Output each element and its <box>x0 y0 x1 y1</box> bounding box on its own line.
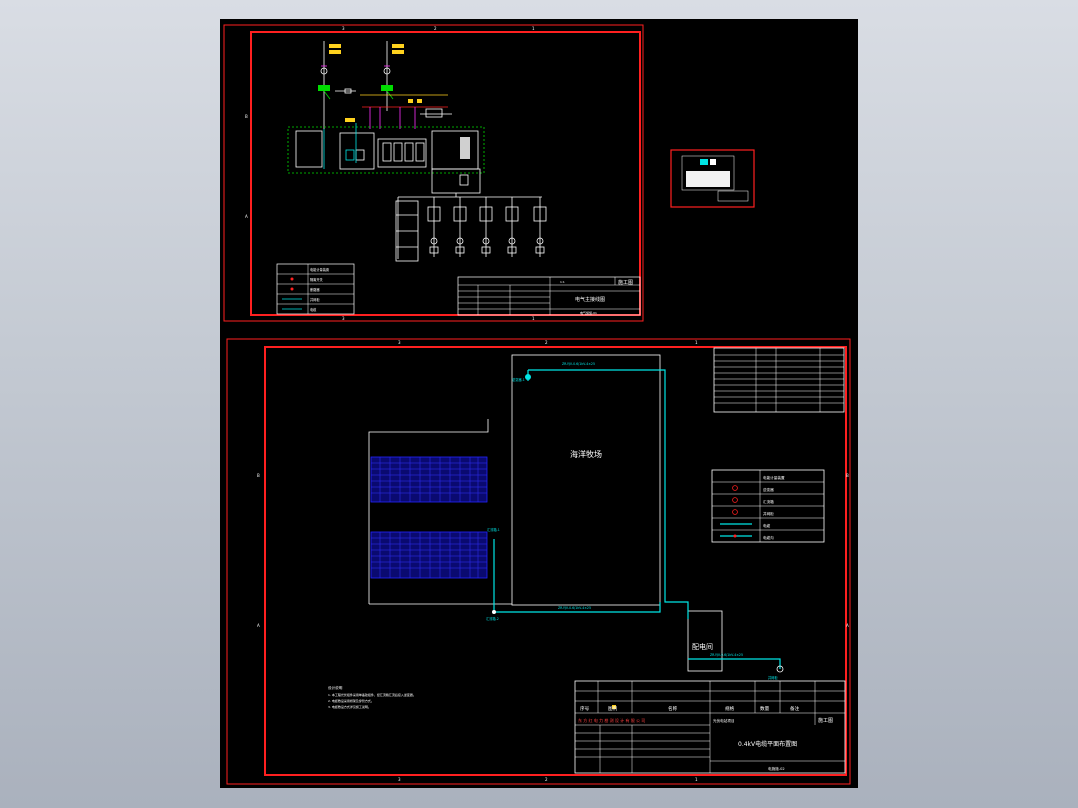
combiner-node-2 <box>492 610 496 614</box>
site-boundary <box>368 419 489 604</box>
plant-label: 海洋牧场 <box>570 449 602 459</box>
s2-legend-1: 逆变器 <box>763 487 774 492</box>
s2-drawing-title: 0.4kV电缆平面布置图 <box>738 740 797 748</box>
s2-stage: 施工图 <box>818 717 833 724</box>
notes-title: 设计说明 <box>328 685 343 690</box>
grid2-top-2: 2 <box>545 340 548 345</box>
grid-left-b: B <box>245 114 248 119</box>
s2-sheet-no: 电施施-02 <box>768 766 785 771</box>
th-legend: 图例 <box>608 705 618 712</box>
grid-bottom-1: 3 <box>342 316 345 321</box>
sheet-2-title-block: 序号 图例 名称 规格 数量 备注 东 方 红 电 力 勘 测 设 计 有 限 … <box>574 680 846 774</box>
th-no: 序号 <box>580 705 590 712</box>
s1-legend-2: 断路器 <box>310 287 320 292</box>
grid2-bottom-3: 1 <box>695 777 698 782</box>
cable-label-2: ZR-YJV-0.6/1kV-4×25 <box>558 606 591 610</box>
single-line-diagram <box>287 41 547 262</box>
node-label-3: 逆变器-1 <box>512 377 525 382</box>
node-label-1: 汇流箱-1 <box>487 527 500 532</box>
combiner-branches <box>427 197 547 257</box>
th-name: 名称 <box>668 705 678 712</box>
grid-cabinet-node <box>776 665 784 673</box>
sheet-1: 3 2 1 B A 3 1 <box>223 24 644 322</box>
grid2-left-b: B <box>257 473 260 478</box>
s2-legend-2: 汇流箱 <box>763 499 774 504</box>
s1-sheet-no: 电气施施-01 <box>580 310 597 315</box>
sheet-2-inner-frame <box>264 346 847 776</box>
inverter-legend-icon <box>732 485 738 491</box>
project-name: 光伏电站项目 <box>713 718 735 723</box>
thumbnail-sheet[interactable] <box>670 149 755 208</box>
note-1: 1. 本工程光伏组件采用单晶硅组件，经汇流箱汇流后接入逆变器。 <box>328 692 416 697</box>
room-label: 配电间 <box>692 642 713 651</box>
sheet-2-outer-frame <box>226 338 851 785</box>
note-2: 2. 电缆敷设采用桥架及穿管方式。 <box>328 698 374 703</box>
grid2-top-3: 1 <box>695 340 698 345</box>
cable-label-1: ZR-YJV-0.6/1kV-4×25 <box>562 362 595 366</box>
grid2-bottom-2: 2 <box>545 777 548 782</box>
grid2-bottom-1: 3 <box>398 777 401 782</box>
s2-legend-3: 并网柜 <box>763 511 774 516</box>
equipment-table <box>713 347 845 413</box>
grid-top-2: 2 <box>434 26 437 31</box>
s1-legend-4: 电缆 <box>310 307 317 312</box>
company-name: 东 方 红 电 力 勘 测 设 计 有 限 公 司 <box>578 717 645 723</box>
sheet-1-title-block: 1:1 施工图 电气主接线图 电气施施-01 <box>457 276 641 316</box>
grid-bottom-3: 1 <box>532 316 535 321</box>
th-remark: 备注 <box>790 705 800 712</box>
grid2-left-a: A <box>257 623 260 628</box>
s2-legend-4: 电缆 <box>763 523 771 528</box>
sheet-2-legend: 电能计量装置 逆变器 汇流箱 并网柜 电缆 电缆沟 <box>711 469 825 543</box>
design-notes: 设计说明 1. 本工程光伏组件采用单晶硅组件，经汇流箱汇流后接入逆变器。 2. … <box>328 685 416 709</box>
distribution-room <box>687 610 723 672</box>
grid-cabinet-legend-icon <box>732 509 738 515</box>
s1-stage: 施工图 <box>618 279 633 286</box>
th-qty: 数量 <box>760 705 770 712</box>
grid2-right-a: A <box>846 623 849 628</box>
grid-left-a: A <box>245 214 248 219</box>
s1-legend-0: 电能计量装置 <box>310 267 329 272</box>
sheet-1-legend: 电能计量装置 隔离开关 断路器 并网柜 电缆 <box>276 263 355 315</box>
s2-legend-0: 电能计量装置 <box>763 475 785 480</box>
s1-legend-1: 隔离开关 <box>310 277 324 282</box>
meter-node <box>525 374 531 380</box>
node-label-4: 并网柜 <box>768 675 778 680</box>
node-label-2: 汇流箱-2 <box>486 616 499 621</box>
s1-legend-3: 并网柜 <box>310 297 320 302</box>
sheet-1-inner-frame <box>250 31 641 316</box>
sheet-1-outer-frame <box>223 24 644 322</box>
cable-label-3: ZR-YJV-0.6/1kV-4×25 <box>710 653 743 657</box>
s1-scale: 1:1 <box>560 280 565 284</box>
cad-drawing-canvas[interactable]: 3 2 1 B A 3 1 <box>220 19 858 788</box>
note-3: 3. 电缆敷设方式详见施工说明。 <box>328 704 371 709</box>
s2-legend-5: 电缆沟 <box>763 535 774 540</box>
grid2-right-b: B <box>846 473 849 478</box>
th-spec: 规格 <box>725 705 735 712</box>
pv-array-lower <box>370 531 488 579</box>
grid2-top-1: 3 <box>398 340 401 345</box>
cad-drawing-svg: 3 2 1 B A 3 1 <box>223 24 851 785</box>
grid-top-1: 3 <box>342 26 345 31</box>
pv-array-upper <box>370 456 488 503</box>
sheet-2: 3 2 1 B A B A 3 2 1 海洋牧场 配电间 <box>226 338 851 785</box>
cable-routes <box>493 369 781 669</box>
plant-building <box>511 354 661 606</box>
combiner-legend-icon <box>732 497 738 503</box>
s1-drawing-title: 电气主接线图 <box>575 296 605 303</box>
grid-top-3: 1 <box>532 26 535 31</box>
